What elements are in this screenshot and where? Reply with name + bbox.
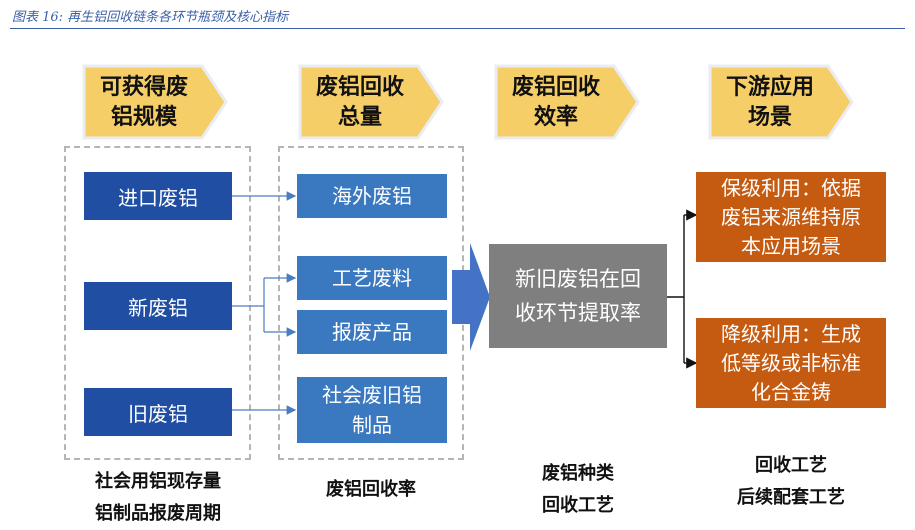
indicator-scrap-type-process: 废铝种类 回收工艺	[542, 463, 614, 516]
sources-group-frame	[64, 146, 251, 460]
indicator-supporting-process: 回收工艺 后续配套工艺	[737, 455, 845, 508]
source-imported-scrap: 进口废铝	[84, 172, 232, 220]
category-social-used-aluminum: 社会废旧铝 制品	[297, 377, 447, 443]
caption-divider	[10, 28, 905, 29]
category-process-scrap: 工艺废料	[297, 256, 447, 300]
indicator-recycling-rate: 废铝回收率	[326, 479, 416, 500]
header-recycling-efficiency: 废铝回收 效率	[511, 74, 600, 130]
source-new-scrap: 新废铝	[84, 282, 232, 330]
indicator-stock-and-lifecycle: 社会用铝现存量 铝制品报废周期	[95, 471, 221, 524]
header-chevron-2	[298, 64, 444, 140]
header-obtainable-scrap-scale: 可获得废 铝规模	[99, 74, 188, 130]
process-extraction-rate: 新旧废铝在回 收环节提取率	[489, 244, 667, 348]
outcome-downgraded-use: 降级利用：生成 低等级或非标准 化合金铸	[696, 318, 886, 408]
source-old-scrap: 旧废铝	[84, 388, 232, 436]
figure-caption: 图表 16: 再生铝回收链条各环节瓶颈及核心指标	[12, 10, 289, 25]
category-overseas-scrap: 海外废铝	[297, 174, 447, 218]
header-chevron-3	[494, 64, 640, 140]
header-chevron-4	[708, 64, 854, 140]
header-downstream-application: 下游应用 场景	[725, 74, 814, 130]
header-total-recycling: 废铝回收 总量	[315, 74, 404, 130]
outcome-same-grade-use: 保级利用：依据 废铝来源维持原 本应用场景	[696, 172, 886, 262]
header-chevron-1	[82, 64, 228, 140]
category-end-of-life-products: 报废产品	[297, 310, 447, 354]
